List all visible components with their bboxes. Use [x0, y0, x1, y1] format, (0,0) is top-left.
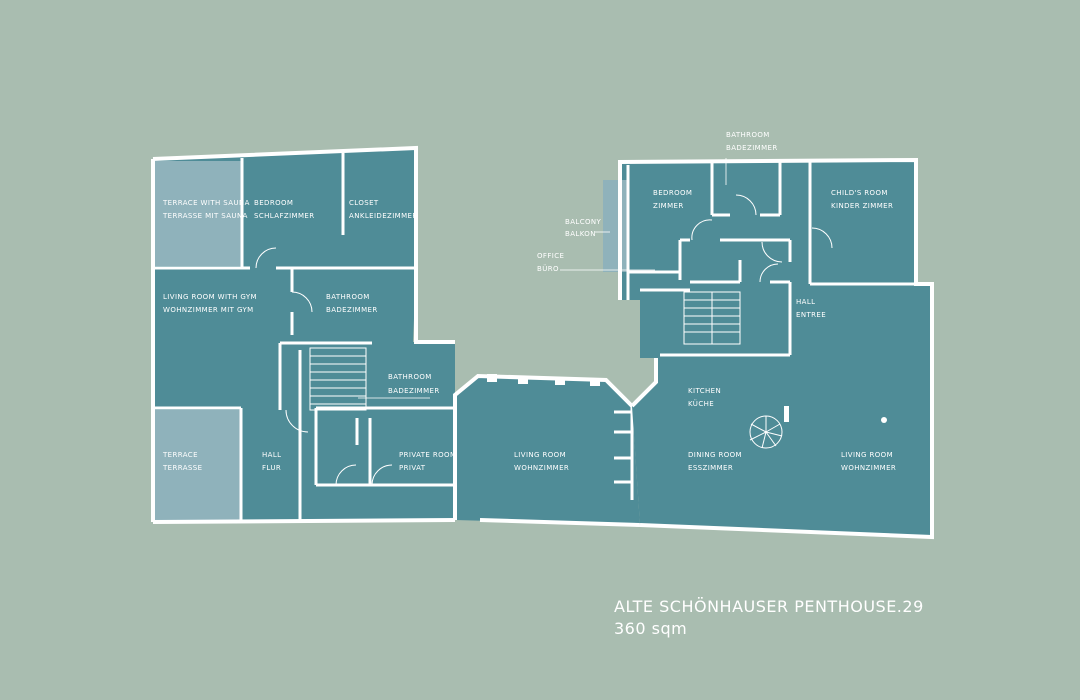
center-outer-wall [453, 373, 634, 520]
center-wall-stubs [614, 406, 634, 500]
left-wing: TERRACE WITH SAUNA TERRASSE MIT SAUNA BE… [151, 145, 481, 524]
right-wing-floor [620, 160, 932, 537]
label-living-center-de: WOHNZIMMER [514, 464, 569, 472]
column-round [881, 417, 887, 423]
label-living-center-en: LIVING ROOM [514, 451, 566, 459]
label-closet-en: CLOSET [349, 199, 379, 207]
label-bathroom-center-de: BADEZIMMER [388, 387, 440, 395]
right-wing: BATHROOM BADEZIMMER BEDROOM ZIMMER CHILD… [537, 131, 934, 540]
center-bottom-wall [479, 518, 641, 527]
left-wing-bottom-wall [152, 518, 456, 524]
terrace-sauna-area [155, 161, 241, 266]
label-office-en: OFFICE [537, 252, 564, 260]
spiral-stair [749, 415, 783, 449]
stairs-right [683, 291, 741, 345]
label-terrace-en: TERRACE [162, 451, 198, 459]
balcony-area [603, 180, 629, 272]
label-kitchen-de: KÜCHE [688, 399, 714, 408]
plan-title-block: ALTE SCHÖNHAUSER PENTHOUSE.29 360 sqm [614, 596, 924, 640]
label-hall-right-en: HALL [796, 298, 815, 306]
column [784, 406, 789, 422]
left-wing-outer-wall [152, 145, 455, 344]
label-balcony-en: BALCONY [565, 218, 602, 226]
label-bedroom-right-en: BEDROOM [653, 189, 692, 197]
label-bathroom-top-en: BATHROOM [726, 131, 770, 139]
label-living-right-de: WOHNZIMMER [841, 464, 896, 472]
label-closet-de: ANKLEIDEZIMMER [349, 212, 418, 220]
label-childs-room-de: KINDER ZIMMER [831, 202, 893, 210]
label-childs-room-en: CHILD'S ROOM [831, 189, 888, 197]
center-floor [455, 376, 640, 525]
label-bathroom-left-de: BADEZIMMER [326, 306, 378, 314]
label-terrace-sauna-en: TERRACE WITH SAUNA [162, 199, 250, 207]
label-living-right-en: LIVING ROOM [841, 451, 893, 459]
label-private-room-de: PRIVAT [399, 464, 426, 472]
center-window-marks [487, 374, 600, 386]
plan-title: ALTE SCHÖNHAUSER PENTHOUSE.29 [614, 597, 924, 616]
plan-area: 360 sqm [614, 619, 688, 638]
leader-lines-right [560, 158, 727, 271]
label-bathroom-top-de: BADEZIMMER [726, 144, 778, 152]
label-living-gym-de: WOHNZIMMER MIT GYM [163, 306, 254, 314]
label-terrace-sauna-de: TERRASSE MIT SAUNA [162, 212, 248, 220]
label-terrace-de: TERRASSE [162, 464, 202, 472]
label-living-gym-en: LIVING ROOM WITH GYM [163, 293, 257, 301]
stairs-left [309, 347, 367, 411]
right-interior-walls [626, 162, 916, 357]
label-hall-right-de: ENTREE [796, 311, 826, 319]
label-kitchen-en: KITCHEN [688, 387, 721, 395]
terrace-area [155, 410, 241, 520]
label-bedroom-left-en: BEDROOM [254, 199, 293, 207]
label-private-room-en: PRIVATE ROOM [399, 451, 456, 459]
label-hall-left-de: FLUR [262, 464, 281, 472]
label-balcony-de: BALKON [565, 230, 596, 238]
center-wing: LIVING ROOM WOHNZIMMER [453, 373, 641, 527]
right-wing-inner-wall [630, 358, 658, 408]
doors-right [691, 194, 833, 283]
label-bedroom-right-de: ZIMMER [653, 202, 684, 210]
label-office-de: BÜRO [537, 264, 559, 273]
label-bedroom-left-de: SCHLAFZIMMER [254, 212, 315, 220]
label-dining-de: ESSZIMMER [688, 464, 733, 472]
label-bathroom-left-en: BATHROOM [326, 293, 370, 301]
label-bathroom-center-en: BATHROOM [388, 373, 432, 381]
label-hall-left-en: HALL [262, 451, 281, 459]
label-dining-en: DINING ROOM [688, 451, 742, 459]
